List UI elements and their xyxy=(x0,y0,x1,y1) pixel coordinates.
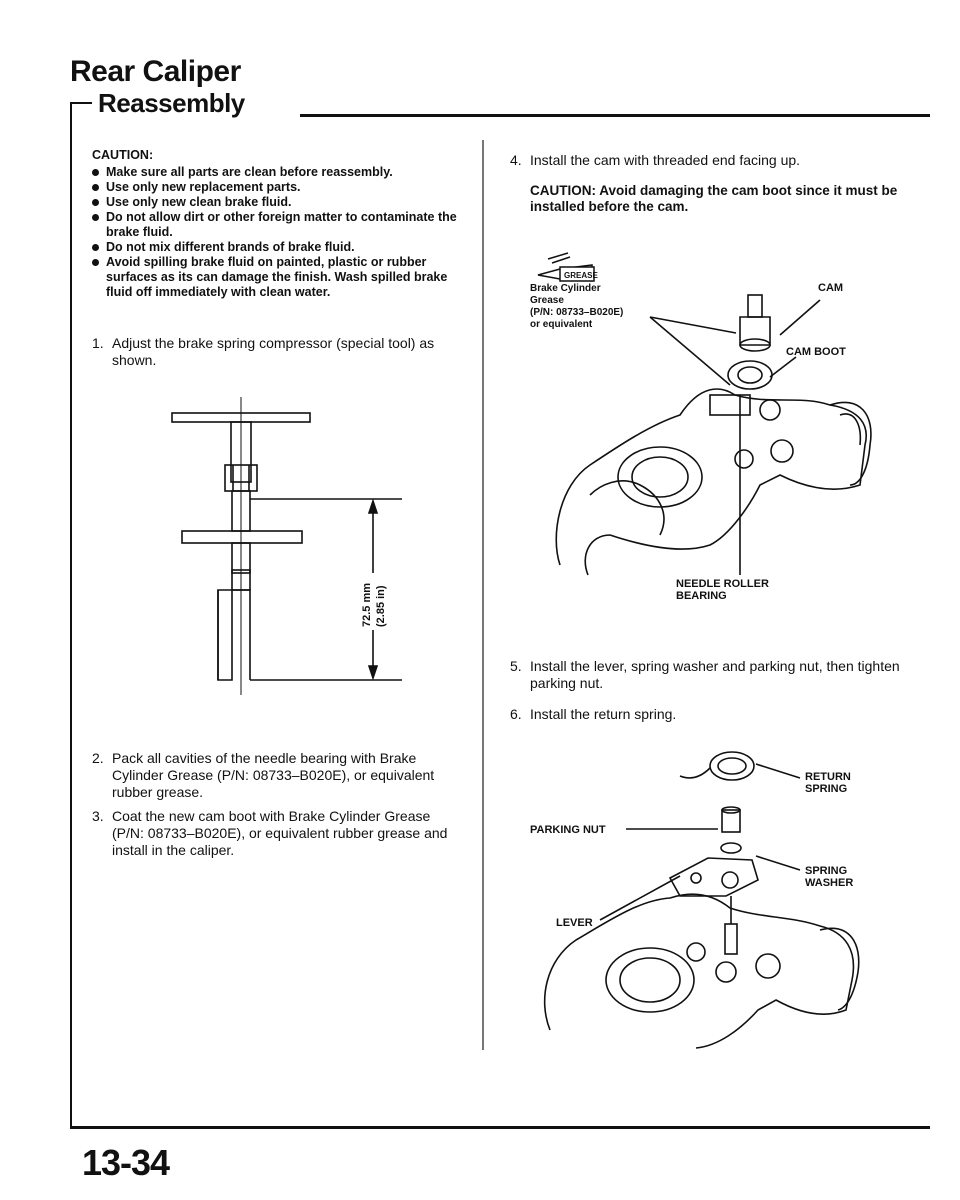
step-text: Install the return spring. xyxy=(530,706,677,722)
left-frame-rule xyxy=(70,102,72,1127)
caution-item: Avoid spilling brake fluid on painted, p… xyxy=(92,255,457,300)
step-text: Install the lever, spring washer and par… xyxy=(530,658,900,691)
step-3: 3. Coat the new cam boot with Brake Cyli… xyxy=(92,808,457,859)
caution-item: Use only new clean brake fluid. xyxy=(92,195,457,210)
caution-list: Make sure all parts are clean before rea… xyxy=(92,165,457,300)
step-text: Install the cam with threaded end facing… xyxy=(530,152,801,168)
grease-label: Brake Cylinder xyxy=(530,283,601,294)
step-6: 6. Install the return spring. xyxy=(510,706,910,723)
needle-bearing-label: BEARING xyxy=(676,590,727,602)
caution-item: Do not mix different brands of brake flu… xyxy=(92,240,457,255)
step-2: 2. Pack all cavities of the needle beari… xyxy=(92,750,457,801)
grease-label: (P/N: 08733–B020E) xyxy=(530,307,623,318)
step-number: 3. xyxy=(92,808,104,824)
caution-item: Use only new replacement parts. xyxy=(92,180,457,195)
dimension-in: (2.85 in) xyxy=(375,585,387,627)
grease-label: or equivalent xyxy=(530,319,593,330)
dimension-mm: 72.5 mm xyxy=(361,583,373,627)
section-rule-tick xyxy=(70,102,92,104)
caution-block: CAUTION: Make sure all parts are clean b… xyxy=(92,148,457,300)
grease-tube-label: GREASE xyxy=(564,271,598,280)
cam-boot-label: CAM BOOT xyxy=(786,346,846,358)
spring-washer-label: SPRING xyxy=(805,865,847,877)
caution-item: Do not allow dirt or other foreign matte… xyxy=(92,210,457,240)
cam-label: CAM xyxy=(818,282,843,294)
grease-label: Grease xyxy=(530,295,564,306)
step-text: Pack all cavities of the needle bearing … xyxy=(112,750,435,800)
needle-bearing-label: NEEDLE ROLLER xyxy=(676,578,769,590)
section-title: Reassembly xyxy=(98,88,245,118)
footer-rule xyxy=(70,1126,930,1129)
step-5: 5. Install the lever, spring washer and … xyxy=(510,658,910,692)
page-number: 13-34 xyxy=(82,1142,170,1183)
lever-label: LEVER xyxy=(556,917,593,929)
return-spring-label: RETURN xyxy=(805,771,851,783)
step-text: Coat the new cam boot with Brake Cylinde… xyxy=(112,808,448,858)
parking-nut-label: PARKING NUT xyxy=(530,824,606,836)
step-number: 4. xyxy=(510,152,522,168)
lever-install-figure: RETURN SPRING PARKING NUT SPRING WASHER … xyxy=(530,751,860,1049)
step-text: Adjust the brake spring compressor (spec… xyxy=(112,335,435,368)
page-title: Rear Caliper xyxy=(70,55,241,88)
step-number: 2. xyxy=(92,750,104,766)
step-number: 5. xyxy=(510,658,522,674)
caution-item: Make sure all parts are clean before rea… xyxy=(92,165,457,180)
cam-caution: CAUTION: Avoid damaging the cam boot sin… xyxy=(530,183,898,214)
cam-install-figure: GREASE Brake Cylinder Grease (P/N: 08733… xyxy=(530,252,872,602)
step-1: 1. Adjust the brake spring compressor (s… xyxy=(92,335,457,369)
caution-label: CAUTION: xyxy=(92,148,154,162)
step-4: 4. Install the cam with threaded end fac… xyxy=(510,152,910,169)
step-number: 1. xyxy=(92,335,104,351)
spring-compressor-figure: 72.5 mm (2.85 in) xyxy=(171,397,402,695)
spring-washer-label: WASHER xyxy=(805,877,853,889)
step-number: 6. xyxy=(510,706,522,722)
section-rule xyxy=(300,114,930,117)
grease-tube-icon xyxy=(537,252,595,282)
return-spring-label: SPRING xyxy=(805,783,847,795)
column-divider xyxy=(482,140,484,1050)
